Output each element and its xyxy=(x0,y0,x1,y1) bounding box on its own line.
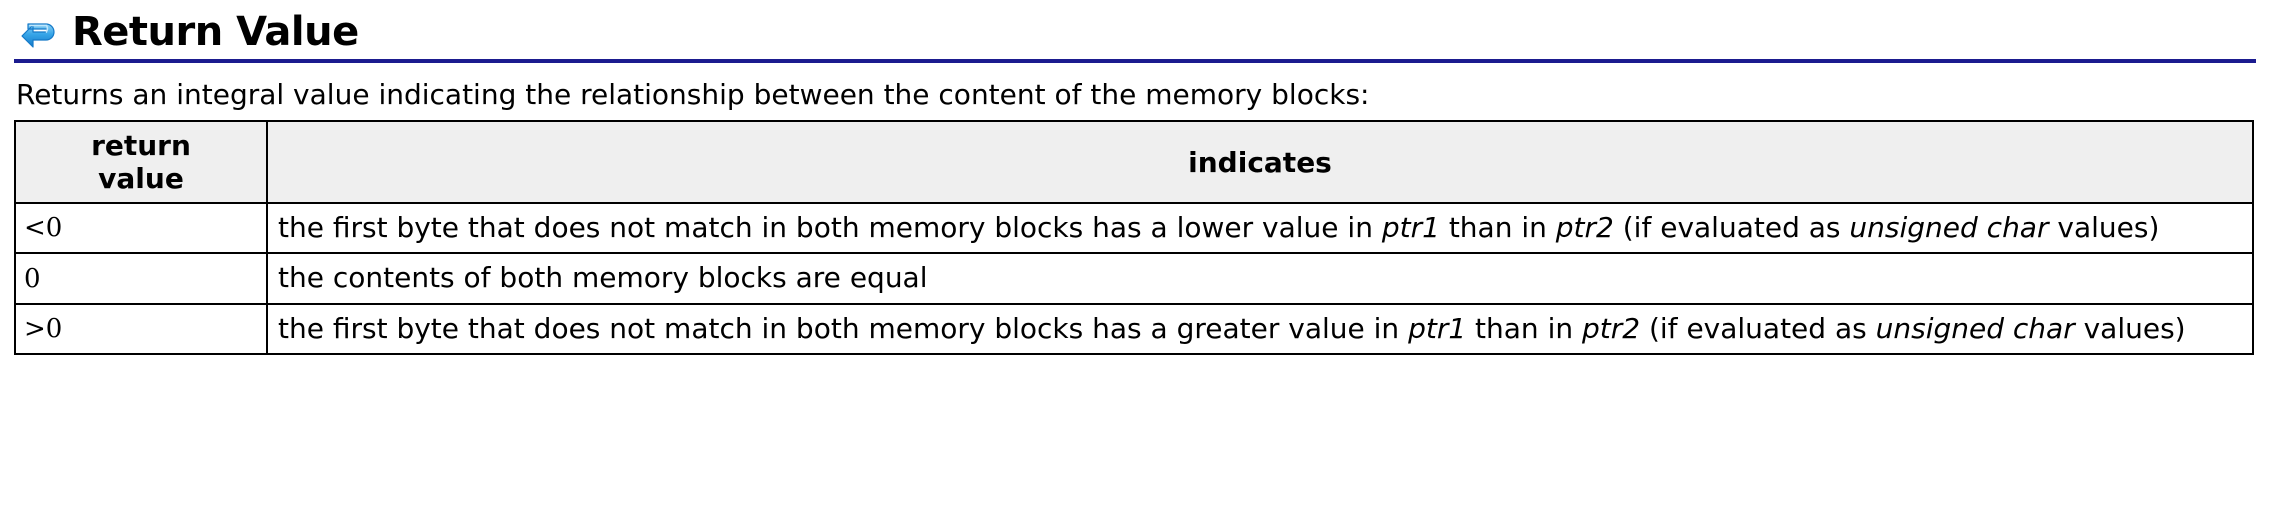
plain-text: values) xyxy=(2048,211,2160,245)
table-header-row: return value indicates xyxy=(14,119,2254,205)
plain-text: the contents of both memory blocks are e… xyxy=(278,261,928,295)
plain-text: the first byte that does not match in bo… xyxy=(278,211,1382,245)
cell-return-value: <0 xyxy=(14,202,268,255)
plain-text: than in xyxy=(1466,311,1582,345)
cell-indicates: the first byte that does not match in bo… xyxy=(266,302,2254,356)
table-row: <0 the first byte that does not match in … xyxy=(14,202,2254,255)
page-title: Return Value xyxy=(72,9,359,55)
return-value-header-line2: value xyxy=(98,162,184,196)
plain-text: than in xyxy=(1439,211,1556,245)
emphasis-text: ptr1 xyxy=(1381,211,1440,245)
plain-text: (if evaluated as xyxy=(1613,211,1850,245)
return-value-header-line1: return xyxy=(91,129,191,162)
emphasis-text: ptr1 xyxy=(1408,311,1467,345)
intro-text: Returns an integral value indicating the… xyxy=(16,78,1370,111)
cell-indicates: the contents of both memory blocks are e… xyxy=(266,252,2254,305)
column-header-return-value: return value xyxy=(14,119,268,205)
plain-text: values) xyxy=(2074,311,2186,345)
table-body: <0 the first byte that does not match in … xyxy=(14,202,2254,356)
page-container: Return Value Returns an integral value i… xyxy=(14,10,2256,356)
heading-divider xyxy=(14,59,2256,63)
return-value-table: return value indicates <0 the first byte … xyxy=(14,119,2254,356)
emphasis-text: ptr2 xyxy=(1555,211,1614,245)
emphasis-text: ptr2 xyxy=(1582,311,1641,345)
return-arrow-icon xyxy=(21,23,55,48)
emphasis-text: unsigned char xyxy=(1849,211,2049,245)
section-header: Return Value xyxy=(14,10,2256,54)
column-header-indicates: indicates xyxy=(266,119,2254,205)
cell-return-value: 0 xyxy=(14,252,268,305)
plain-text: the first byte that does not match in bo… xyxy=(278,311,1409,345)
cell-return-value: >0 xyxy=(14,302,268,356)
table-row: 0 the contents of both memory blocks are … xyxy=(14,252,2254,305)
emphasis-text: unsigned char xyxy=(1875,311,2075,345)
plain-text: (if evaluated as xyxy=(1640,311,1876,345)
cell-indicates: the first byte that does not match in bo… xyxy=(266,202,2254,255)
table-head: return value indicates xyxy=(14,119,2254,205)
table-row: >0 the first byte that does not match in … xyxy=(14,302,2254,356)
